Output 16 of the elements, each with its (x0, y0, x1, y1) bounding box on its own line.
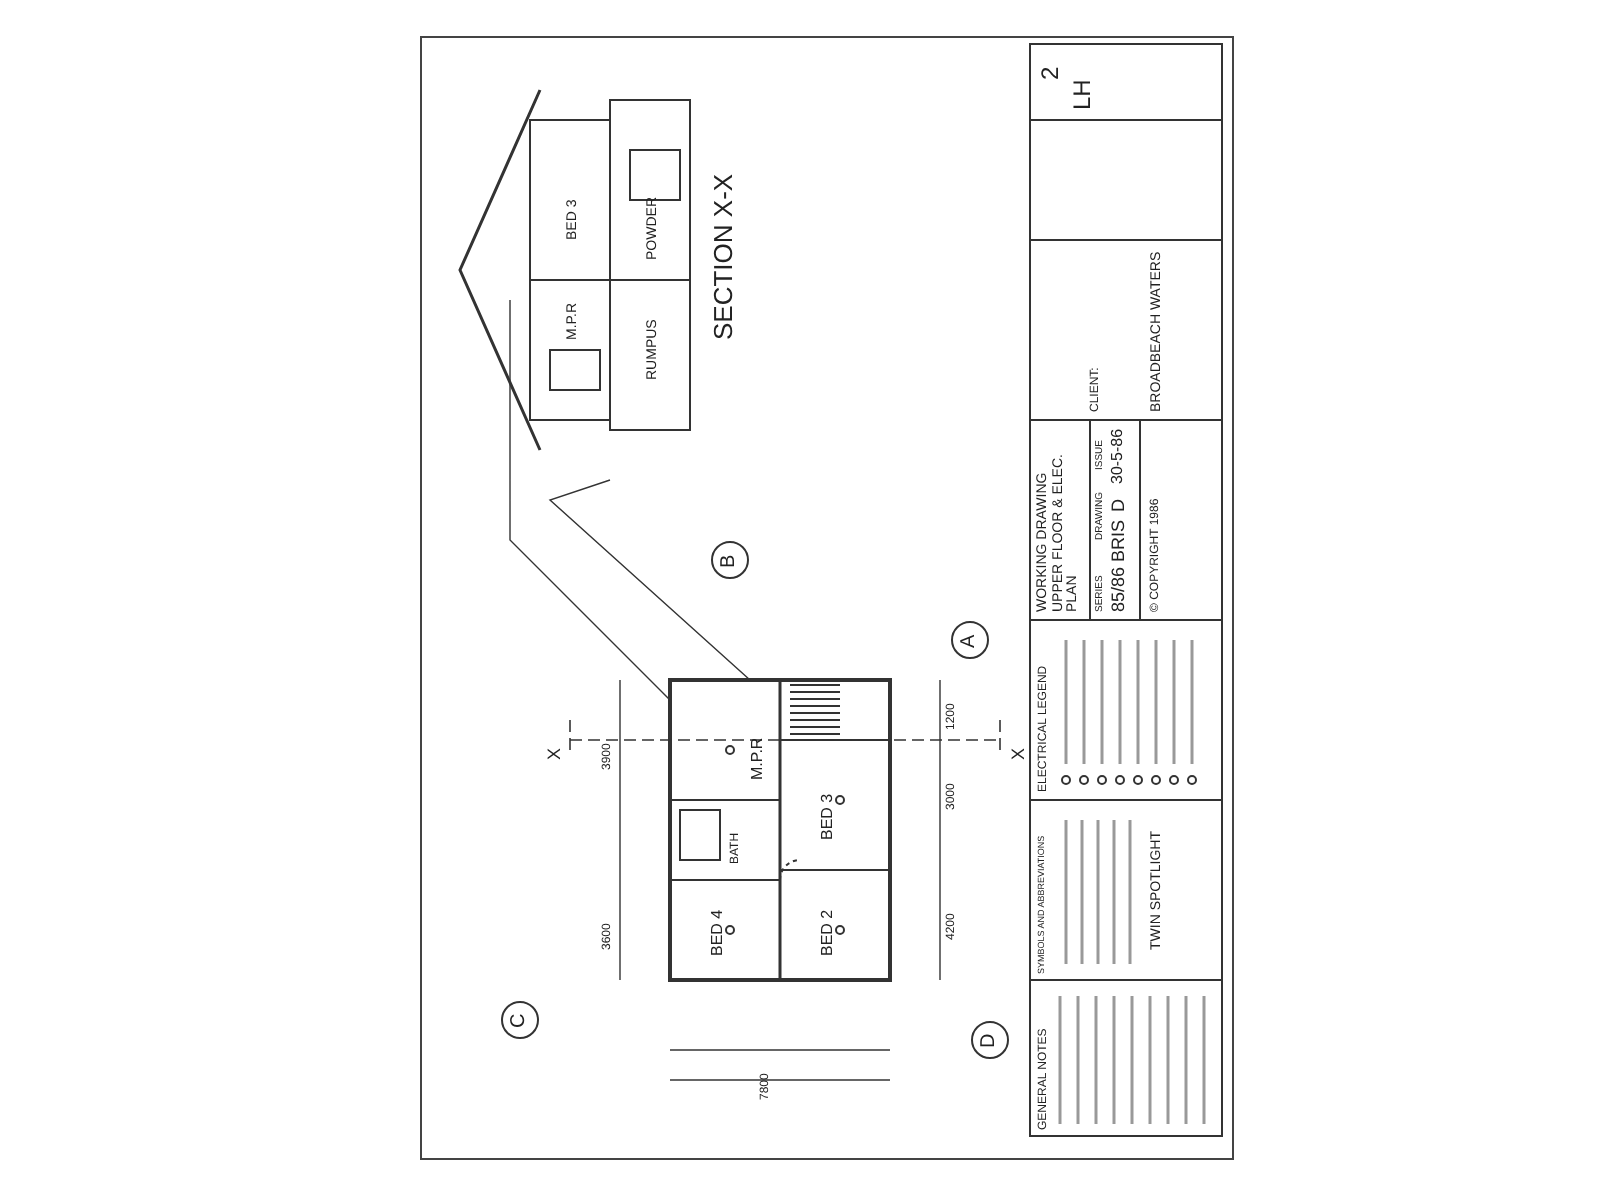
section-marker: X (1010, 747, 1030, 760)
grid-label: D (978, 1033, 1000, 1048)
drawing-value: D (1110, 499, 1130, 512)
room-label: BED 3 (820, 793, 838, 840)
grid-label: B (718, 554, 740, 568)
series-value: 85/86 BRIS (1110, 519, 1130, 612)
room-label: BED 2 (820, 909, 838, 956)
grid-label: C (508, 1013, 530, 1028)
room-label: M.P.R (750, 737, 768, 780)
grid-label: A (958, 634, 980, 648)
room-label: BED 4 (710, 909, 728, 956)
section-marker: X (546, 747, 566, 760)
section-title: SECTION X-X (710, 173, 739, 340)
sheet-number: 2 (1038, 66, 1065, 80)
plan-type: LH (1070, 79, 1097, 110)
issue-date: 30-5-86 (1110, 428, 1128, 484)
